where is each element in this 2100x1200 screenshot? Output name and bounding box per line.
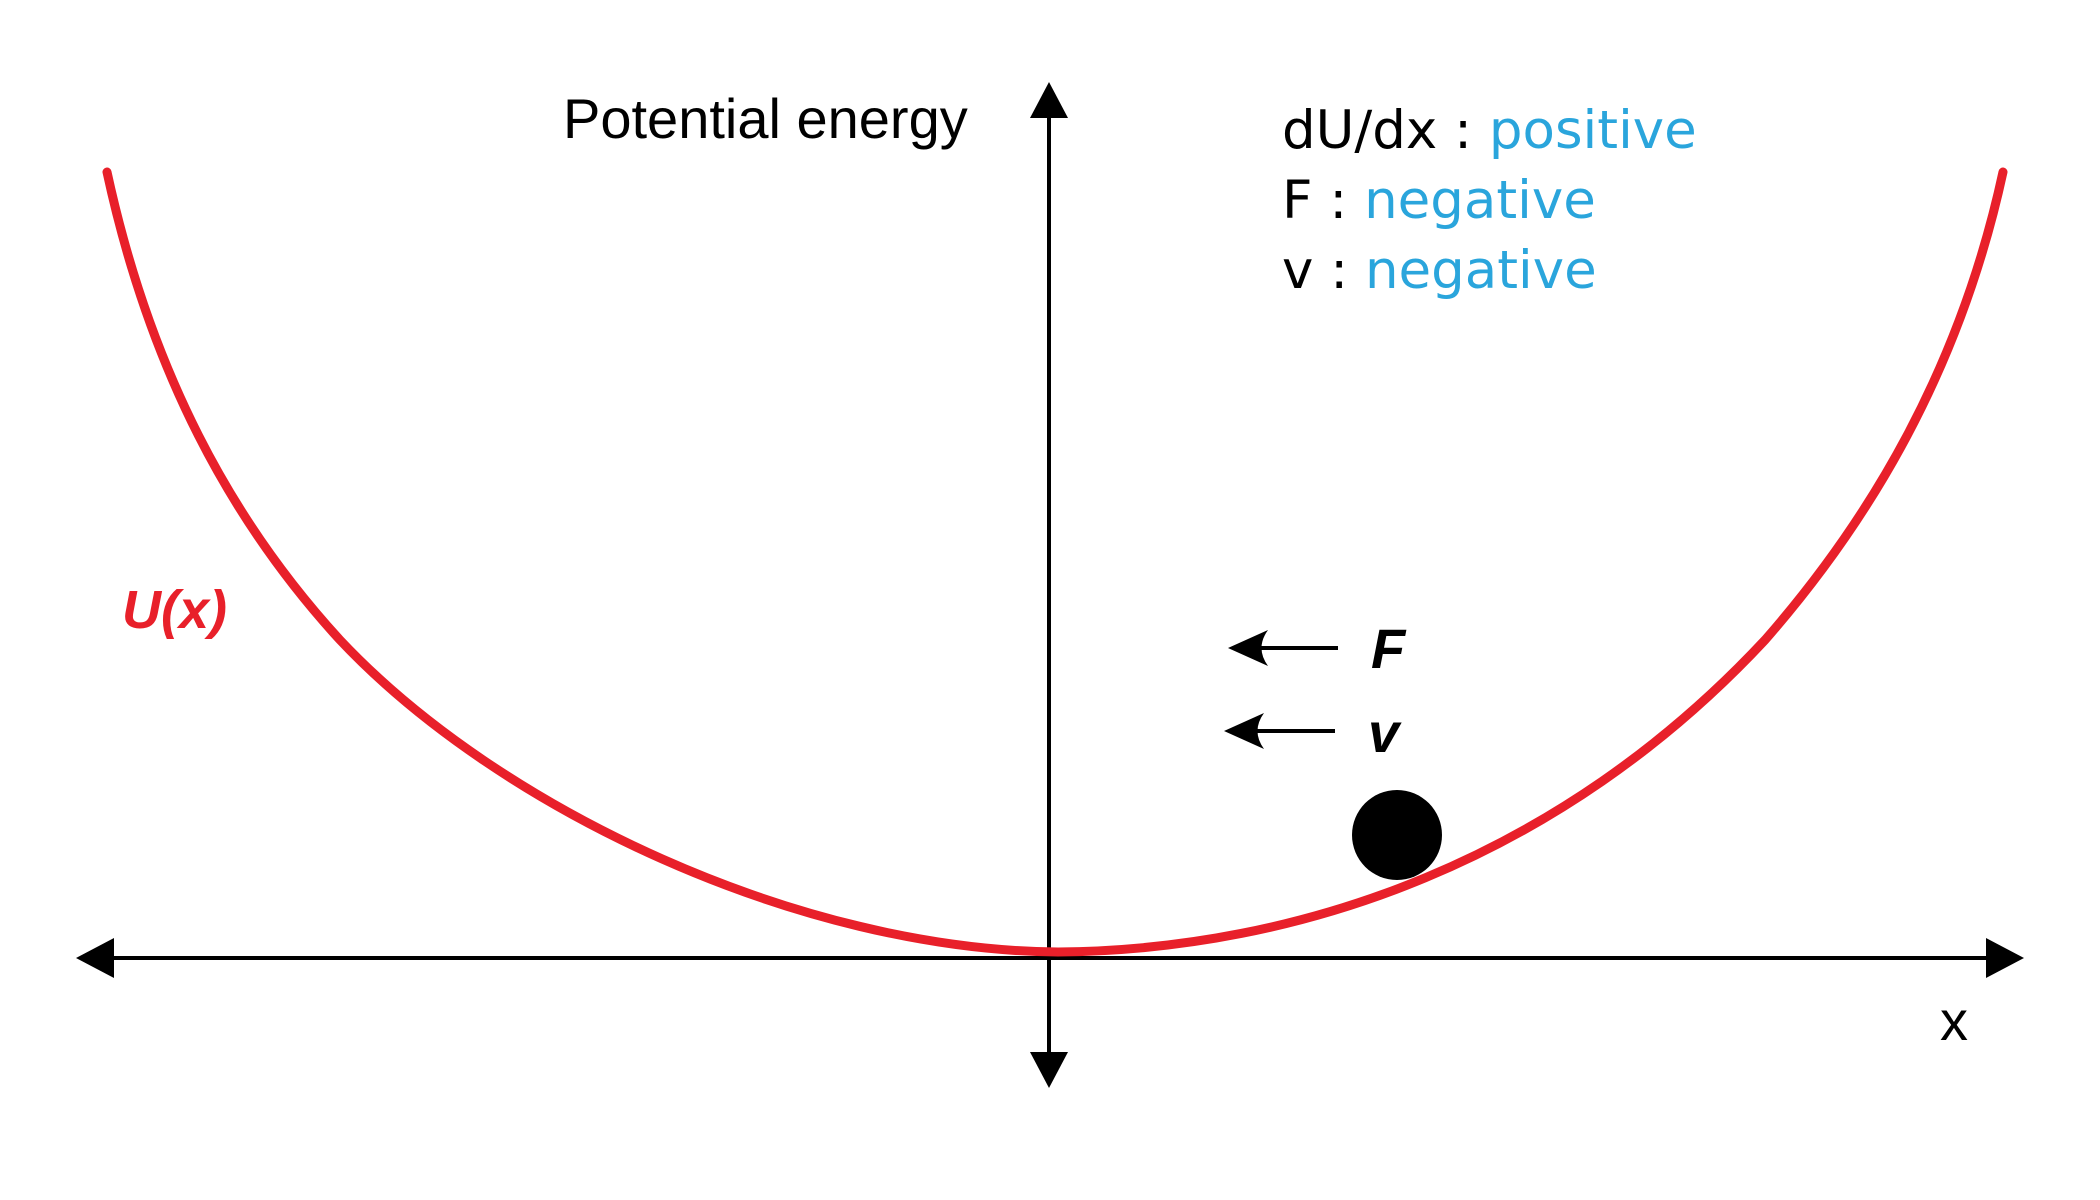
info-row-dudx-separator: : bbox=[1437, 100, 1489, 161]
info-row-force: F : negative bbox=[1282, 170, 1596, 231]
sign-info-block: dU/dx : positive F : negative v : negati… bbox=[1282, 100, 1697, 301]
curve-label: U(x) bbox=[122, 580, 227, 640]
info-row-dudx: dU/dx : positive bbox=[1282, 100, 1697, 161]
info-row-force-value: negative bbox=[1364, 170, 1596, 231]
particle-ball bbox=[1352, 790, 1442, 880]
force-arrow bbox=[1228, 630, 1338, 666]
x-axis-left-arrowhead bbox=[76, 938, 114, 978]
info-row-force-separator: : bbox=[1313, 170, 1365, 231]
info-row-velocity-value: negative bbox=[1365, 240, 1597, 301]
info-row-force-name: F bbox=[1282, 170, 1313, 231]
info-row-dudx-name: dU/dx bbox=[1282, 100, 1437, 161]
x-axis-right-arrowhead bbox=[1986, 938, 2024, 978]
info-row-velocity: v : negative bbox=[1282, 240, 1597, 301]
velocity-label: v bbox=[1368, 701, 1402, 764]
info-row-velocity-name: v bbox=[1282, 240, 1313, 301]
velocity-arrow bbox=[1224, 713, 1335, 749]
force-label: F bbox=[1371, 617, 1407, 680]
y-axis-title: Potential energy bbox=[563, 87, 968, 150]
x-axis-title: x bbox=[1940, 989, 1968, 1052]
potential-energy-curve bbox=[102, 167, 2008, 957]
y-axis-bottom-arrowhead bbox=[1030, 1052, 1068, 1088]
info-row-dudx-value: positive bbox=[1489, 100, 1697, 161]
info-row-velocity-separator: : bbox=[1313, 240, 1365, 301]
y-axis-top-arrowhead bbox=[1030, 82, 1068, 118]
y-axis bbox=[1030, 82, 1068, 1088]
